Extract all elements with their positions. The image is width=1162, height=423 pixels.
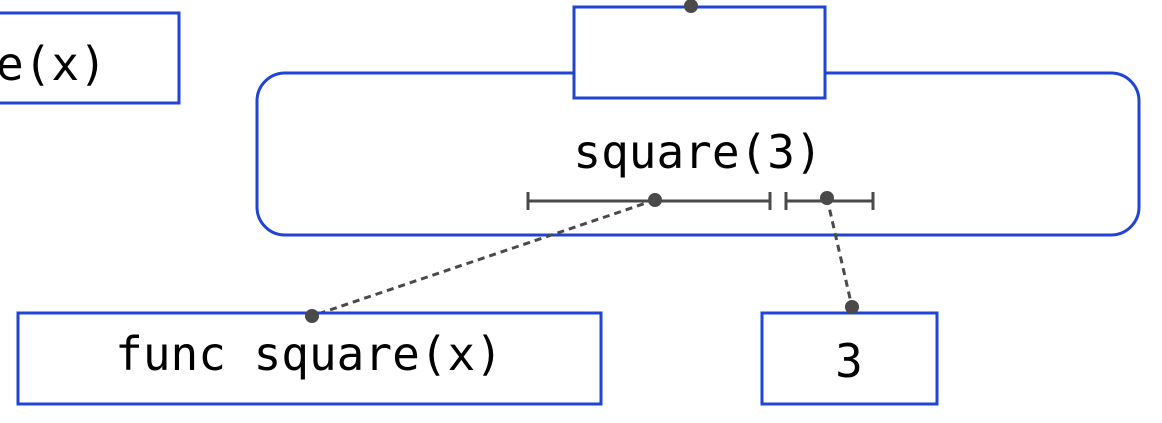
operand-value-label: 3 bbox=[835, 334, 863, 388]
operand-value-dot bbox=[845, 300, 859, 314]
operator-value-dot bbox=[305, 309, 319, 323]
operator-connector-line bbox=[311, 198, 656, 318]
partial-function-box bbox=[0, 11, 181, 105]
result-box bbox=[572, 5, 827, 100]
result-connector-dot bbox=[684, 0, 698, 13]
operator-value-box bbox=[16, 311, 603, 406]
partial-function-label: e(x) bbox=[0, 37, 107, 91]
operand-connector-line bbox=[825, 197, 854, 308]
call-expression-label: square(3) bbox=[573, 125, 822, 179]
operand-value-box bbox=[760, 311, 939, 406]
operator-value-label: func square(x) bbox=[115, 327, 503, 381]
